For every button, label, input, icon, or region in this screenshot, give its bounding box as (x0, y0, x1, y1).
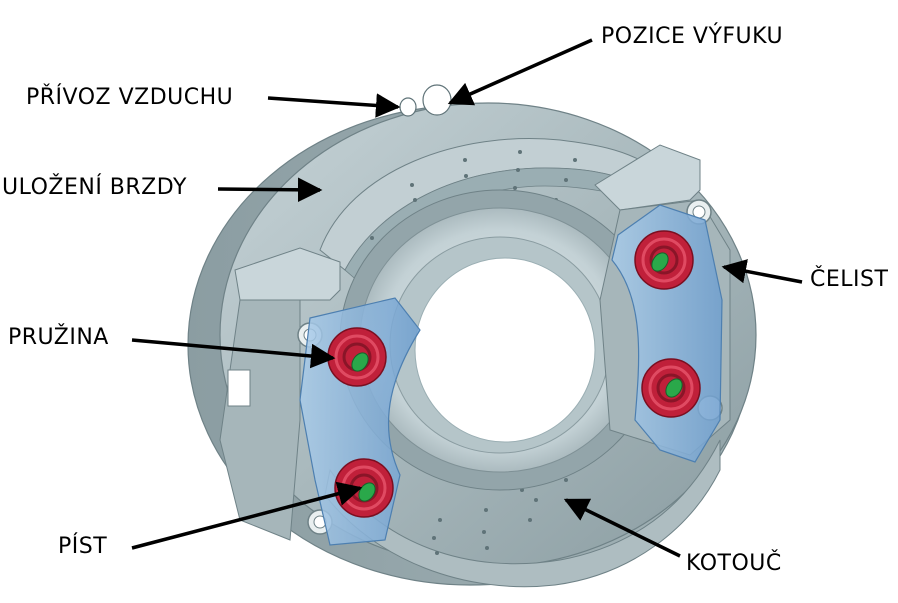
arrow-jaw (721, 259, 803, 284)
label-jaw: ČELIST (810, 267, 889, 292)
arrow-spring (131, 338, 336, 369)
arrow-disc (563, 498, 681, 558)
central-bore (339, 189, 661, 491)
right-lower-spring (641, 358, 701, 418)
label-exhaust-position: POZICE VÝFUKU (601, 24, 784, 49)
label-air-inlet: PŘÍVOZ VZDUCHU (26, 85, 234, 110)
label-spring: PRUŽINA (8, 325, 109, 350)
arrow-piston (131, 481, 363, 550)
arrow-mount (217, 177, 323, 203)
air-inlet-hole (399, 97, 417, 117)
arrow-air (267, 93, 401, 118)
callout-arrows (131, 38, 803, 558)
label-brake-mounting: ULOŽENÍ BRZDY (2, 175, 187, 200)
arrow-exhaust (447, 38, 593, 106)
label-disc: KOTOUČ (686, 551, 782, 576)
right-upper-spring (634, 230, 694, 290)
exhaust-hole (422, 84, 452, 116)
label-piston: PÍST (58, 534, 108, 559)
left-upper-spring (327, 327, 387, 387)
left-lower-piston (334, 458, 394, 518)
